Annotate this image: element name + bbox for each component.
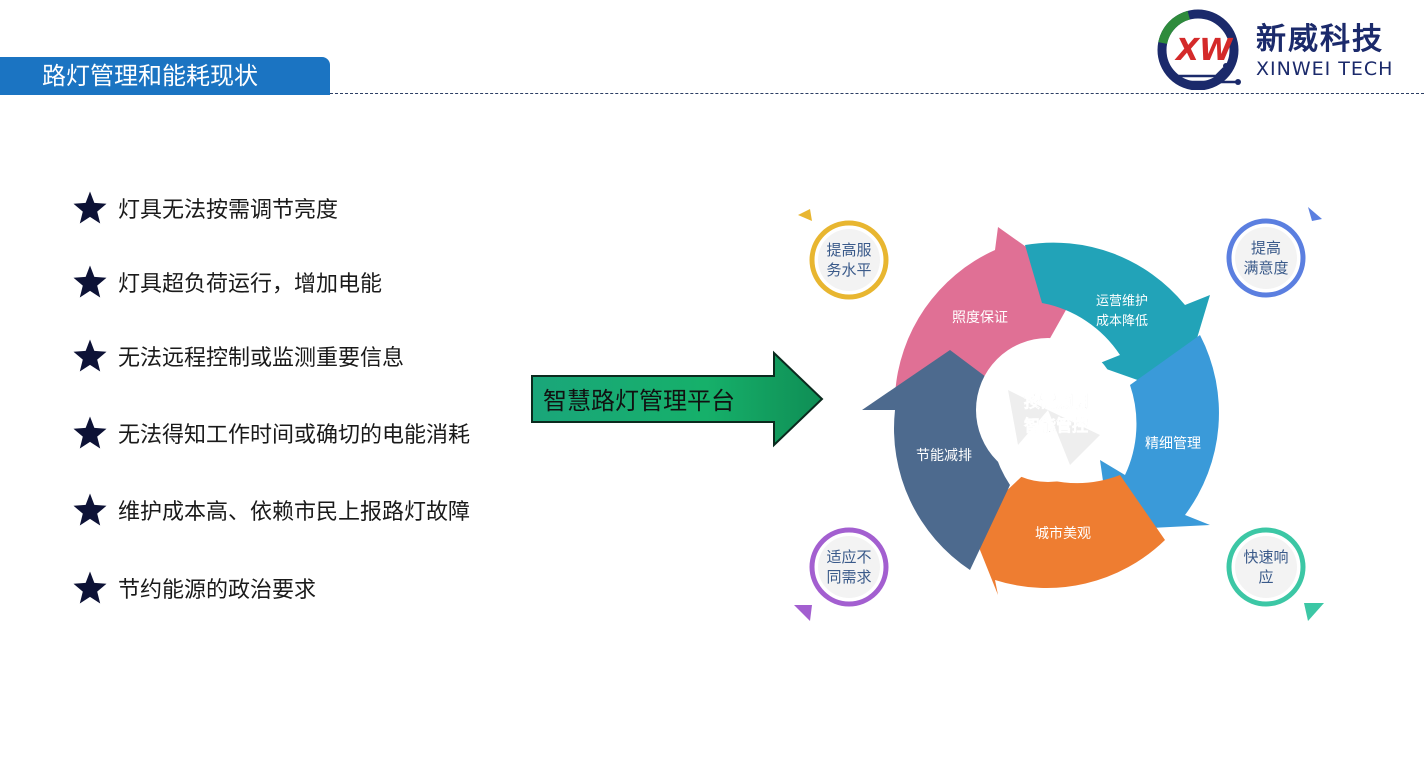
star-icon: [73, 191, 107, 224]
star-icon: [73, 265, 107, 298]
cycle-segment-blue: [1100, 335, 1219, 530]
list-item: 节约能源的政治要求: [72, 568, 316, 608]
logo-name-cn: 新威科技: [1256, 22, 1384, 57]
star-icon: [73, 571, 107, 604]
list-item: 灯具超负荷运行，增加电能: [72, 262, 382, 302]
badge-bottom-left-line1: 适应不: [826, 548, 871, 566]
list-item: 灯具无法按需调节亮度: [72, 188, 338, 228]
badge-bottom-left-line2: 同需求: [826, 568, 871, 586]
list-item-text: 灯具超负荷运行，增加电能: [118, 272, 383, 297]
badge-top-right-line2: 满意度: [1243, 259, 1288, 277]
list-item-text: 灯具无法按需调节亮度: [118, 198, 339, 223]
list-item: 无法远程控制或监测重要信息: [72, 336, 404, 376]
list-item-text: 无法远程控制或监测重要信息: [118, 346, 405, 371]
page-title: 路灯管理和能耗现状: [42, 62, 258, 90]
segment-label-teal-2: 成本降低: [1096, 314, 1148, 329]
platform-arrow: [531, 350, 824, 448]
cycle-diagram: 按需照明 智能管控 照度保证 运营维护 成本降低 精细管理 城市美观 节能减排 …: [794, 207, 1324, 621]
star-icon: [73, 416, 107, 449]
badge-top-right-line1: 提高: [1251, 239, 1281, 257]
list-item-text: 节约能源的政治要求: [118, 578, 317, 603]
segment-label-teal-1: 运营维护: [1096, 294, 1148, 309]
badge-bottom-right-line2: 应: [1258, 568, 1273, 586]
segment-label-slate: 节能减排: [916, 448, 972, 464]
list-item-text: 无法得知工作时间或确切的电能消耗: [118, 423, 471, 448]
cycle-segment-orange: [970, 450, 1165, 595]
badge-bottom-right-line1: 快速响: [1243, 548, 1288, 566]
title-divider: [330, 93, 1424, 94]
list-item-text: 维护成本高、依赖市民上报路灯故障: [118, 500, 471, 525]
badge-top-right: 提高 满意度: [1226, 207, 1322, 298]
logo-name-en: XINWEI TECH: [1256, 58, 1394, 80]
cycle-segment-teal: [1025, 242, 1210, 395]
badge-top-left-line1: 提高服: [826, 241, 871, 259]
star-icon: [73, 493, 107, 526]
badge-bottom-left: 适应不 同需求: [794, 527, 889, 621]
page-title-bar: 路灯管理和能耗现状: [0, 57, 330, 95]
center-label-line2: 智能管控: [1024, 416, 1088, 435]
segment-label-pink: 照度保证: [952, 310, 1008, 326]
platform-label: 智慧路灯管理平台: [543, 387, 735, 415]
badge-bottom-right: 快速响 应: [1226, 527, 1324, 621]
badge-top-left: 提高服 务水平: [798, 209, 889, 300]
star-icon: [73, 339, 107, 372]
badge-top-left-line2: 务水平: [826, 261, 871, 279]
company-logo: XW: [1157, 9, 1241, 90]
segment-label-blue: 精细管理: [1145, 436, 1201, 452]
segment-label-orange: 城市美观: [1035, 525, 1091, 542]
center-label-line1: 按需照明: [1024, 392, 1088, 411]
list-item: 维护成本高、依赖市民上报路灯故障: [72, 490, 470, 530]
logo-mark: XW: [1174, 33, 1234, 68]
list-item: 无法得知工作时间或确切的电能消耗: [72, 413, 470, 453]
